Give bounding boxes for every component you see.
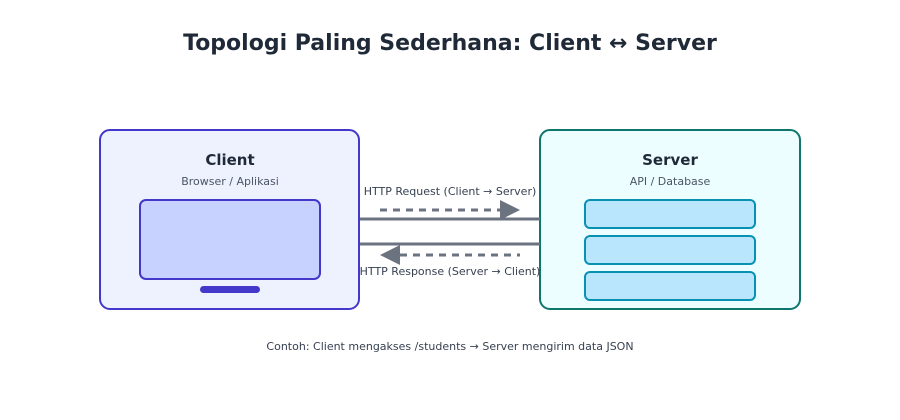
response-arrow: HTTP Response (Server → Client) (360, 242, 541, 278)
client-node: Client Browser / Aplikasi (99, 129, 360, 310)
arrow-right-icon (500, 200, 520, 220)
arrow-left-icon (380, 245, 400, 265)
server-title: Server (642, 151, 698, 169)
example-note: Contoh: Client mengakses /students → Ser… (266, 340, 633, 353)
client-title: Client (205, 151, 254, 169)
server-subtitle: API / Database (630, 175, 711, 188)
server-rack-unit-icon (584, 271, 756, 301)
client-subtitle: Browser / Aplikasi (181, 175, 279, 188)
server-rack-unit-icon (584, 235, 756, 265)
request-arrow: HTTP Request (Client → Server) (360, 185, 540, 221)
request-label: HTTP Request (Client → Server) (364, 185, 537, 198)
monitor-stand-icon (200, 286, 260, 293)
response-label: HTTP Response (Server → Client) (360, 265, 541, 278)
server-node: Server API / Database (539, 129, 801, 310)
monitor-icon (139, 199, 321, 280)
server-rack-unit-icon (584, 199, 756, 229)
diagram-title: Topologi Paling Sederhana: Client ↔ Serv… (183, 31, 717, 56)
